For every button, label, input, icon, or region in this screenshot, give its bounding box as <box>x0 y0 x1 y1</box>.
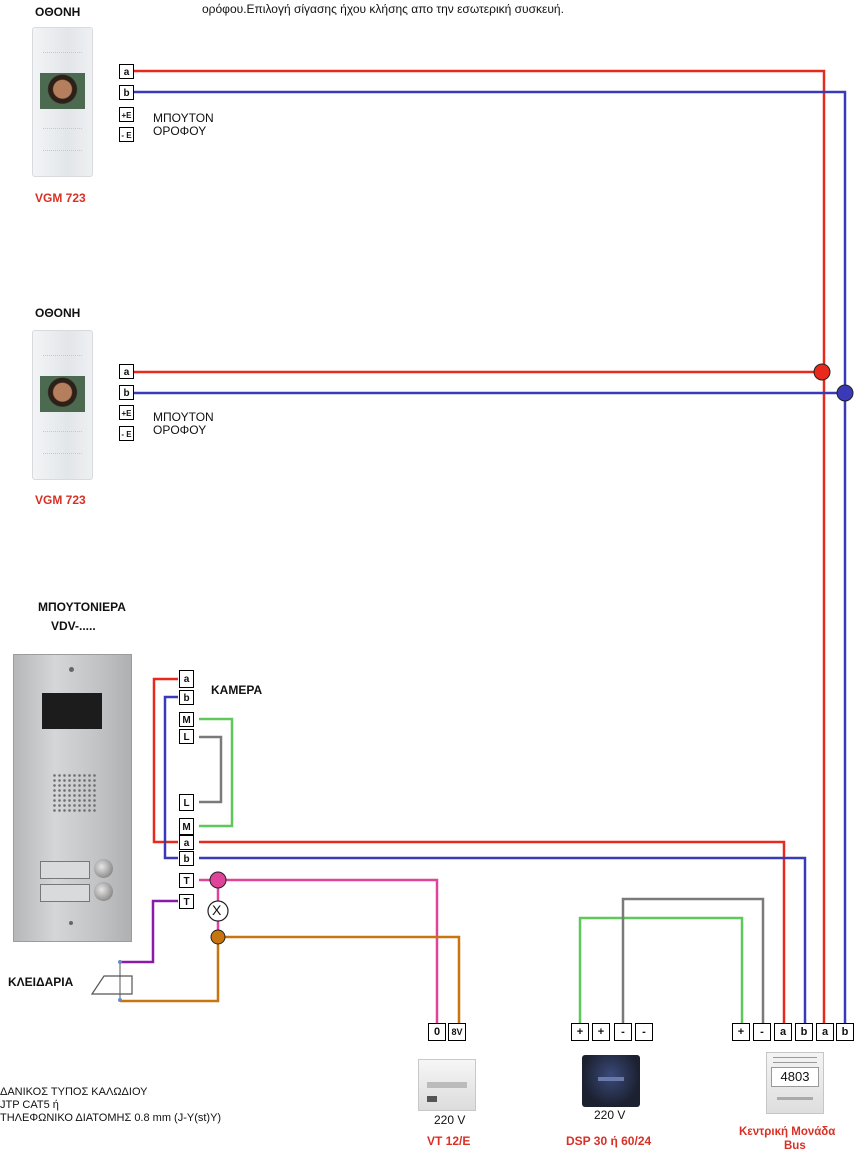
psu-voltage: 220 V <box>594 1108 626 1122</box>
monitor2-button-label-1: ΜΠΟΥΤΟΝ <box>153 410 214 424</box>
junction-pink <box>209 871 227 889</box>
bulb-icon <box>207 900 229 922</box>
monitor1-button-label-2: ΟΡΟΦΟΥ <box>153 124 207 138</box>
monitor2-terminal-plus-e: +E <box>119 405 134 420</box>
panel-terminal-l: L <box>179 794 194 811</box>
central-unit-display: 4803 <box>771 1067 819 1087</box>
monitor1-terminal-b: b <box>119 85 134 100</box>
central-terminal-minus: - <box>753 1023 771 1041</box>
panel-terminal-m: M <box>179 818 194 835</box>
monitor2-terminal-minus-e: - E <box>119 426 134 441</box>
central-unit-device: 4803 <box>766 1052 824 1114</box>
junction-a <box>813 363 831 381</box>
monitor2-device <box>32 330 93 480</box>
door-panel-device <box>13 654 132 942</box>
psu-device <box>582 1055 640 1107</box>
bulb-symbol: X <box>212 902 222 918</box>
name-plate-1 <box>40 861 90 879</box>
camera-terminal-l: L <box>179 729 194 744</box>
panel-terminal-a: a <box>179 835 194 850</box>
transformer-voltage: 220 V <box>434 1113 466 1127</box>
note-line-1: ΔΑΝΙΚΟΣ ΤΥΠΟΣ ΚΑΛΩΔΙΟΥ <box>0 1086 148 1098</box>
monitor1-terminal-plus-e: +E <box>119 107 134 122</box>
camera-terminal-m: M <box>179 712 194 727</box>
central-terminal-a1: a <box>774 1023 792 1041</box>
camera-label: ΚΑΜΕΡΑ <box>211 683 263 697</box>
monitor1-device <box>32 27 93 177</box>
monitor2-terminal-a: a <box>119 364 134 379</box>
wire-orange-lock <box>120 937 220 1003</box>
call-button-2 <box>94 882 113 901</box>
transformer-terminal-0: 0 <box>428 1023 446 1041</box>
psu-model: DSP 30 ή 60/24 <box>566 1134 652 1148</box>
central-terminal-plus: + <box>732 1023 750 1041</box>
psu-terminal-plus-2: + <box>592 1023 610 1041</box>
panel-terminal-t2: T <box>179 894 194 909</box>
name-plate-2 <box>40 884 90 902</box>
psu-terminal-minus-2: - <box>635 1023 653 1041</box>
psu-terminal-plus-1: + <box>571 1023 589 1041</box>
transformer-device <box>418 1059 476 1111</box>
wire-l-loop <box>199 735 223 804</box>
monitor2-model: VGM 723 <box>35 493 86 507</box>
call-button-1 <box>94 859 113 878</box>
transformer-model: VT 12/E <box>427 1134 471 1148</box>
wire-b-camera <box>163 695 178 860</box>
camera-terminal-b: b <box>179 690 194 705</box>
camera-terminal-a: a <box>179 670 194 688</box>
lock-label: ΚΛΕΙΔΑΡΙΑ <box>8 975 74 989</box>
central-terminal-b1: b <box>795 1023 813 1041</box>
monitor1-model: VGM 723 <box>35 191 86 205</box>
speaker-grille <box>52 773 97 813</box>
monitor2-terminal-b: b <box>119 385 134 400</box>
wire-m-loop <box>199 717 234 828</box>
monitor1-terminal-minus-e: - E <box>119 127 134 142</box>
lock-icon <box>90 960 133 1002</box>
monitor2-button-label-2: ΟΡΟΦΟΥ <box>153 423 207 437</box>
door-panel-title: ΜΠΟΥΤΟΝΙΕΡΑ <box>38 600 126 614</box>
note-line-2: JTP CAT5 ή <box>0 1099 59 1111</box>
central-unit-name-2: Bus <box>784 1140 806 1152</box>
wire-t-purple <box>120 899 178 964</box>
door-panel-subtitle: VDV-..... <box>51 619 96 633</box>
monitor2-title: ΟΘΟΝΗ <box>35 306 81 320</box>
panel-terminal-t1: T <box>179 873 194 888</box>
header-text: ορόφου.Επιλογή σίγασης ήχου κλήσης απο τ… <box>202 2 564 16</box>
psu-terminal-minus-1: - <box>614 1023 632 1041</box>
central-terminal-a2: a <box>816 1023 834 1041</box>
wire-t-pink <box>199 878 439 1157</box>
monitor1-title: ΟΘΟΝΗ <box>35 5 81 19</box>
wire-b-monitor1 <box>134 90 847 1157</box>
wire-a-monitor1 <box>134 69 826 1157</box>
junction-b <box>836 384 854 402</box>
transformer-terminal-8v: 8V <box>448 1023 466 1041</box>
panel-terminal-b: b <box>179 851 194 866</box>
note-line-3: ΤΗΛΕΦΩΝΙΚΟ ΔΙΑΤΟΜΗΣ 0.8 mm (J-Y(st)Y) <box>0 1112 222 1124</box>
junction-orange <box>210 929 226 945</box>
camera-window <box>42 693 102 729</box>
monitor1-button-label-1: ΜΠΟΥΤΟΝ <box>153 111 214 125</box>
central-unit-name-1: Κεντρική Μονάδα <box>739 1126 836 1138</box>
central-terminal-b2: b <box>836 1023 854 1041</box>
monitor1-terminal-a: a <box>119 64 134 79</box>
